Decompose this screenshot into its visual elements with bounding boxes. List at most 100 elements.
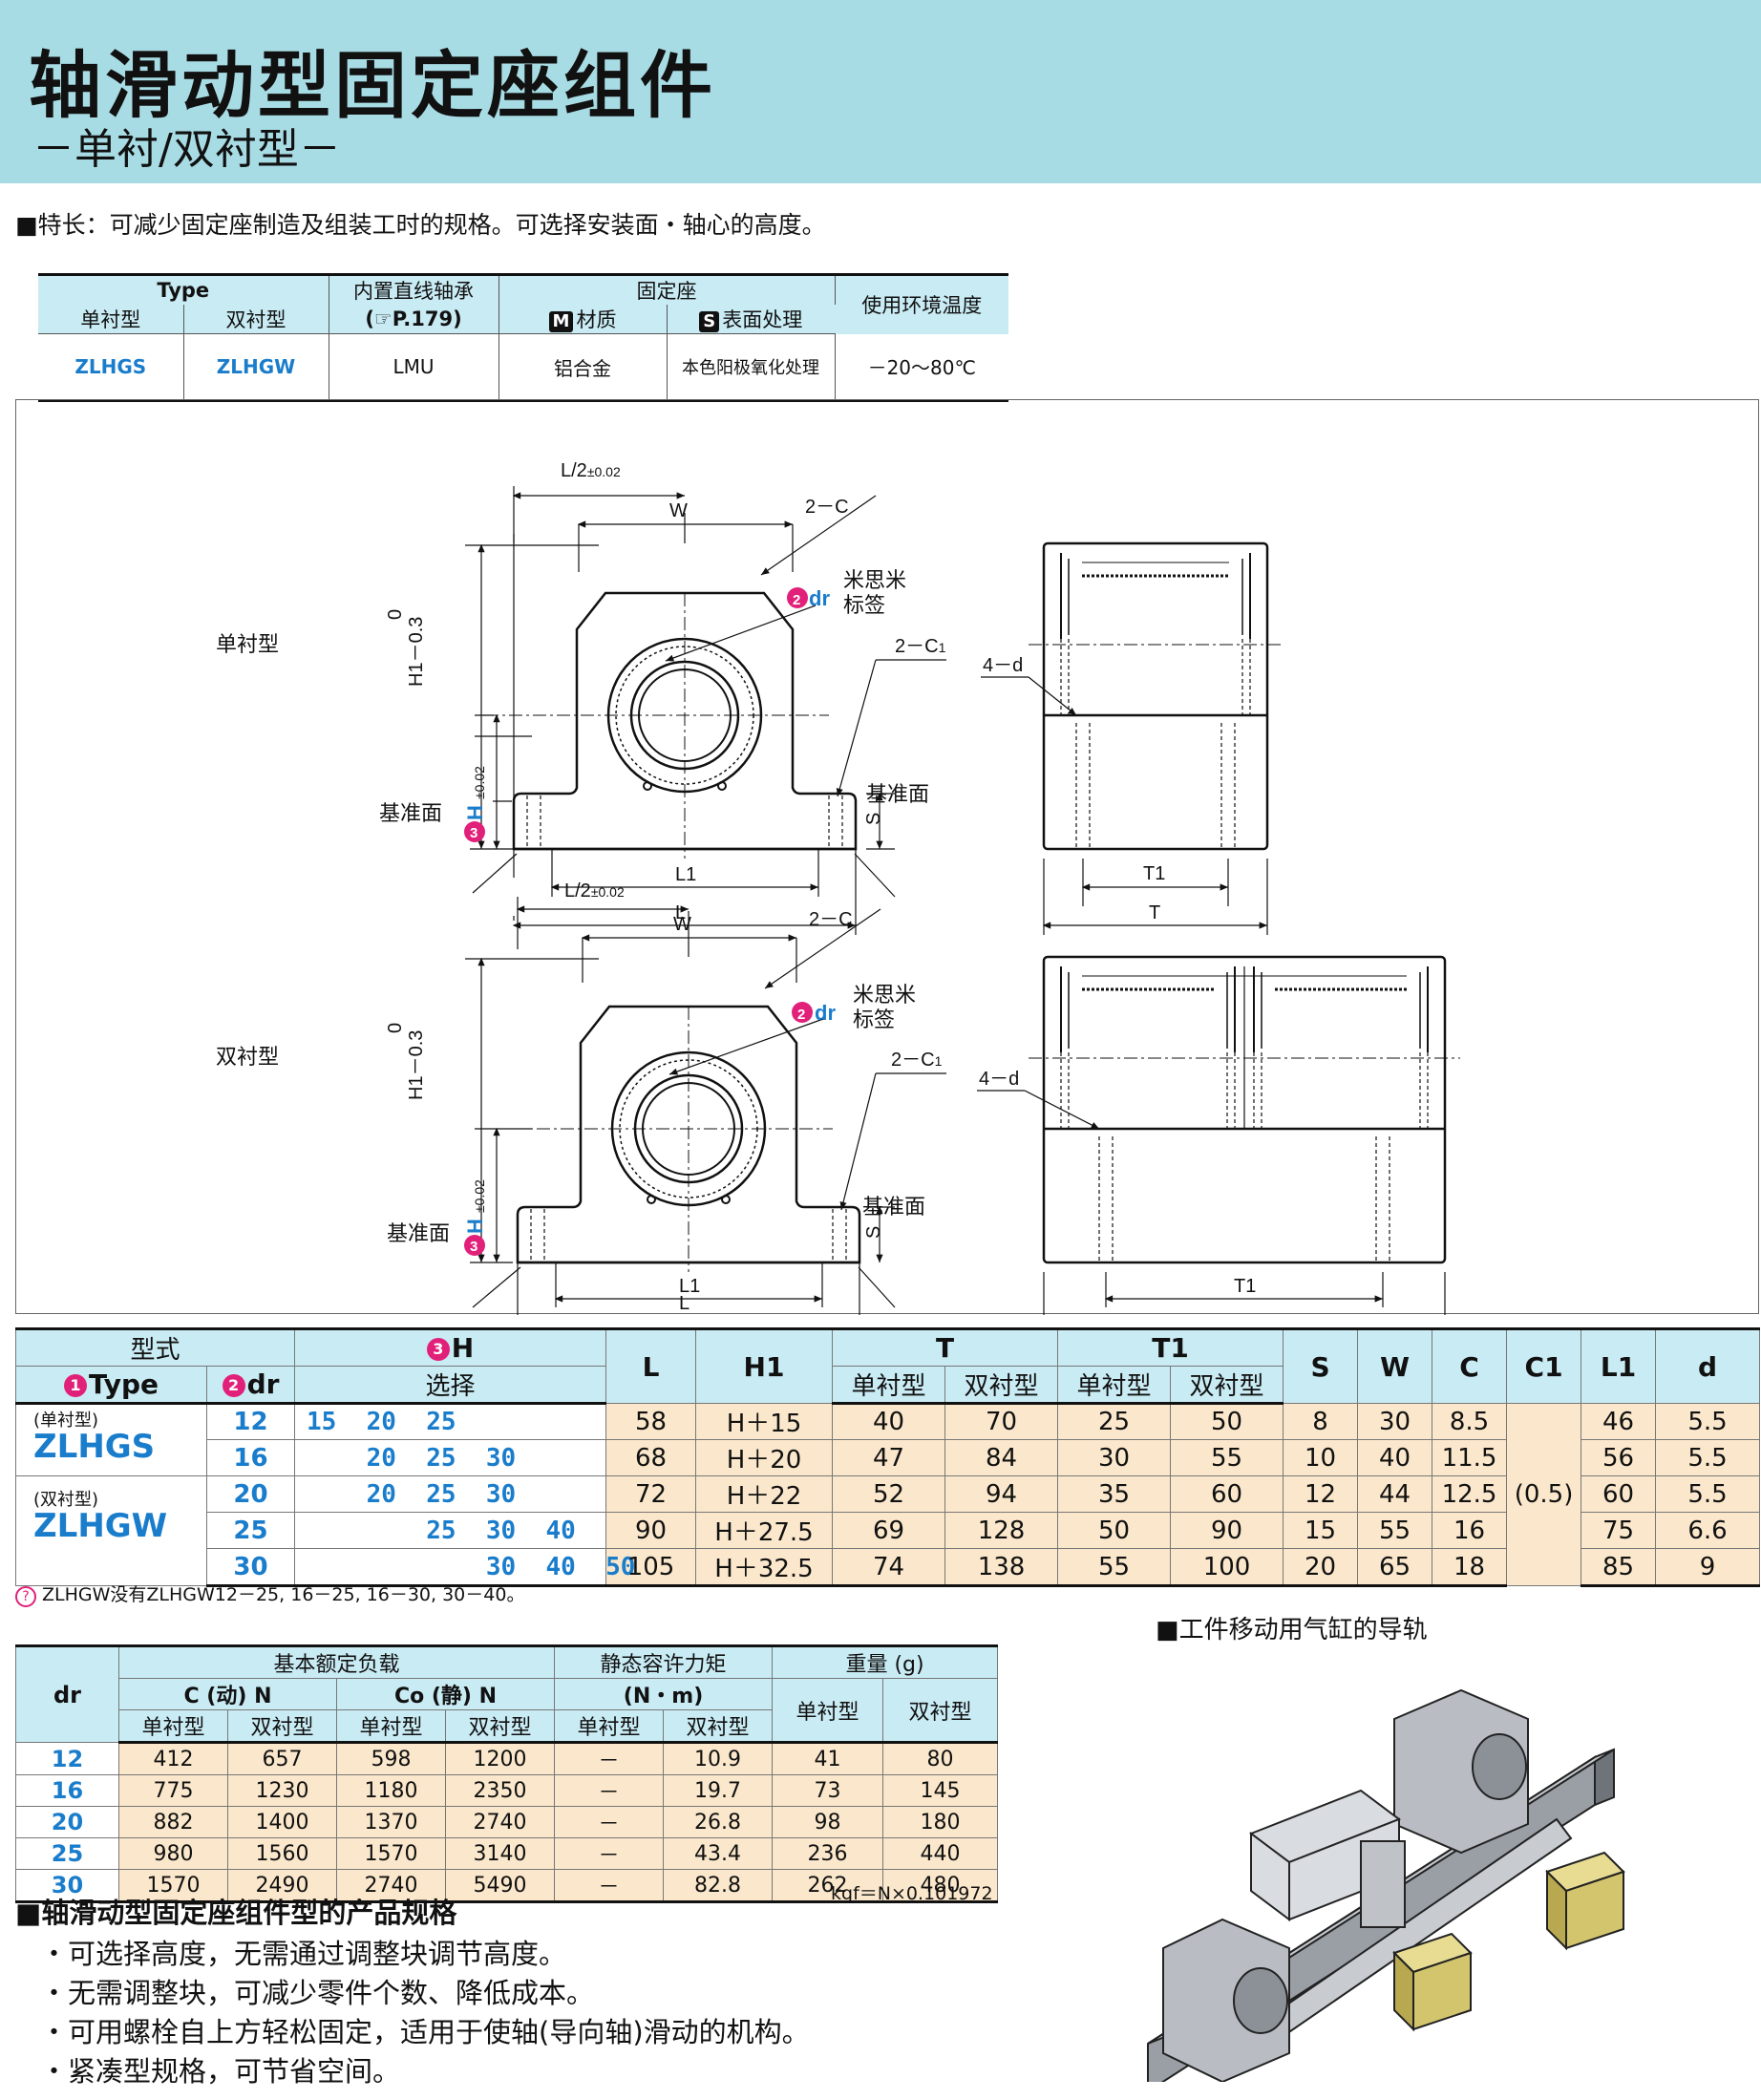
- c1-value: (0.5): [1506, 1403, 1582, 1586]
- dr-value: 25: [205, 1512, 296, 1549]
- co-double-value: 2350: [444, 1774, 556, 1807]
- s-value: 20: [1283, 1548, 1359, 1587]
- t1-header: T1: [1057, 1327, 1284, 1367]
- h-number-marker: [464, 821, 485, 842]
- s-value: 10: [1283, 1439, 1359, 1476]
- w-value: 30: [1357, 1403, 1433, 1440]
- dim-t1: T1: [1143, 863, 1165, 884]
- h-num-badge: 3: [426, 1338, 450, 1361]
- dim-h1: H1－0.3: [406, 617, 427, 687]
- table-row: 30 1570 2490 2740 5490 － 82.8 262 480: [15, 1869, 999, 1903]
- table-row: 25 980 1560 1570 3140 － 43.4 236 440: [15, 1837, 999, 1870]
- c-double-value: 657: [227, 1742, 337, 1775]
- dim-t: T: [1149, 902, 1160, 923]
- h1-value: H＋32.5: [695, 1548, 834, 1587]
- h-select-value: 30 40 50: [294, 1548, 635, 1587]
- c-single-header: 单衬型: [118, 1709, 228, 1744]
- dim-2c-double: 2－C: [809, 909, 853, 930]
- c-double-value: 1560: [227, 1837, 337, 1870]
- moment-double-value: 10.9: [663, 1742, 774, 1775]
- h1-value: H＋20: [695, 1439, 834, 1476]
- bearing-ref-link[interactable]: (☞P.179): [329, 305, 499, 334]
- single-type-code: ZLHGS: [38, 333, 184, 402]
- single-side-view: [1042, 541, 1269, 851]
- t-header: T: [832, 1327, 1059, 1367]
- dim-l: L: [675, 902, 686, 923]
- note-text: ZLHGW没有ZLHGW12－25, 16－25, 16－30, 30－40。: [42, 1584, 525, 1605]
- dr-header-label: dr: [246, 1368, 280, 1400]
- moment-double-header: 双衬型: [663, 1709, 774, 1744]
- load-dr-value: 25: [15, 1837, 119, 1870]
- t-double-value: 70: [944, 1403, 1059, 1440]
- dr-number: 2: [793, 592, 800, 608]
- d-value: 5.5: [1655, 1403, 1761, 1440]
- h-number-marker-double: [464, 1235, 485, 1256]
- weight-header: 重量 (g): [772, 1644, 999, 1679]
- t1-single-value: 30: [1057, 1439, 1172, 1476]
- l1-value: 85: [1581, 1548, 1657, 1587]
- dim-dr: dr: [809, 586, 830, 610]
- list-item: ・可选择高度，无需通过调整块调节高度。: [40, 1938, 567, 1970]
- type-double-paren: (双衬型): [33, 1490, 99, 1510]
- type-header-label: Type: [88, 1368, 159, 1400]
- dim-h1-top-double: 0: [385, 1023, 406, 1033]
- load-dr-value: 16: [15, 1774, 119, 1807]
- dim-2c: 2－C: [805, 497, 849, 518]
- dr-value: 30: [205, 1548, 296, 1587]
- single-drawing-label: 单衬型: [216, 633, 280, 657]
- dim-h1-top: 0: [385, 609, 406, 620]
- s-value: 15: [1283, 1512, 1359, 1549]
- load-header: 基本额定负载: [117, 1644, 556, 1679]
- ref-plane-right: 基准面: [866, 782, 929, 806]
- list-item: ・紧凑型规格，可节省空间。: [40, 2055, 401, 2088]
- dim-h1-double: H1－0.3: [406, 1030, 427, 1100]
- c-value: 16: [1432, 1512, 1508, 1549]
- co-single-value: 1180: [336, 1774, 446, 1807]
- dim-2c1: 2－C1: [895, 636, 946, 657]
- weight-double-header: 双衬型: [882, 1678, 999, 1744]
- moment-single-value: －: [554, 1742, 665, 1775]
- dr-num-badge: 2: [222, 1374, 245, 1397]
- type-single-cell: (单衬型) ZLHGS: [15, 1403, 207, 1476]
- l1-value: 46: [1581, 1403, 1657, 1440]
- co-static-header: Co (静) N: [335, 1678, 556, 1710]
- co-double-header: 双衬型: [444, 1709, 556, 1744]
- h-number-double: 3: [470, 1239, 477, 1255]
- list-item: ・可用螺栓自上方轻松固定，适用于使轴(导向轴)滑动的机构。: [40, 2016, 810, 2048]
- dim-dr-double: dr: [815, 1001, 836, 1025]
- table-row: 16 20 25 30 68 H＋20 47 84 30 55 10 40 11…: [16, 1439, 1761, 1476]
- t1-double-header: 双衬型: [1170, 1366, 1284, 1405]
- t-double-value: 128: [944, 1512, 1059, 1549]
- t-single-value: 47: [832, 1439, 946, 1476]
- page-title: 轴滑动型固定座组件: [29, 43, 716, 128]
- l-value: 58: [605, 1403, 697, 1440]
- w-value: 65: [1357, 1548, 1433, 1587]
- moment-unit-header: (N・m): [554, 1678, 774, 1710]
- single-type-label: 单衬型: [38, 305, 184, 334]
- co-single-header: 单衬型: [336, 1709, 446, 1744]
- weight-double-value: 440: [882, 1837, 999, 1870]
- moment-single-value: －: [554, 1869, 665, 1903]
- weight-double-value: 480: [882, 1869, 999, 1903]
- type-double-cell: (双衬型) ZLHGW: [15, 1475, 207, 1586]
- l1-value: 56: [1581, 1439, 1657, 1476]
- load-dr-value: 20: [15, 1806, 119, 1838]
- w-header: W: [1357, 1327, 1433, 1404]
- bearing-value: LMU: [329, 333, 499, 402]
- moment-double-value: 19.7: [663, 1774, 774, 1807]
- tag-label: 标签: [843, 593, 885, 617]
- t1-double-value: 60: [1170, 1475, 1284, 1513]
- l-value: 68: [605, 1439, 697, 1476]
- h-select-value: 25 30 40: [294, 1512, 607, 1549]
- table-row: 12 412 657 598 1200 － 10.9 41 80: [15, 1742, 999, 1775]
- select-header: 选择: [294, 1366, 607, 1405]
- double-type-label: 双衬型: [183, 305, 329, 334]
- temp-value: －20～80℃: [835, 333, 1009, 402]
- co-single-value: 1570: [336, 1837, 446, 1870]
- technical-drawing-frame: 单衬型 双衬型: [15, 399, 1759, 1315]
- dim-l2-double: L/2±0.02: [564, 880, 625, 902]
- d-value: 5.5: [1655, 1439, 1761, 1476]
